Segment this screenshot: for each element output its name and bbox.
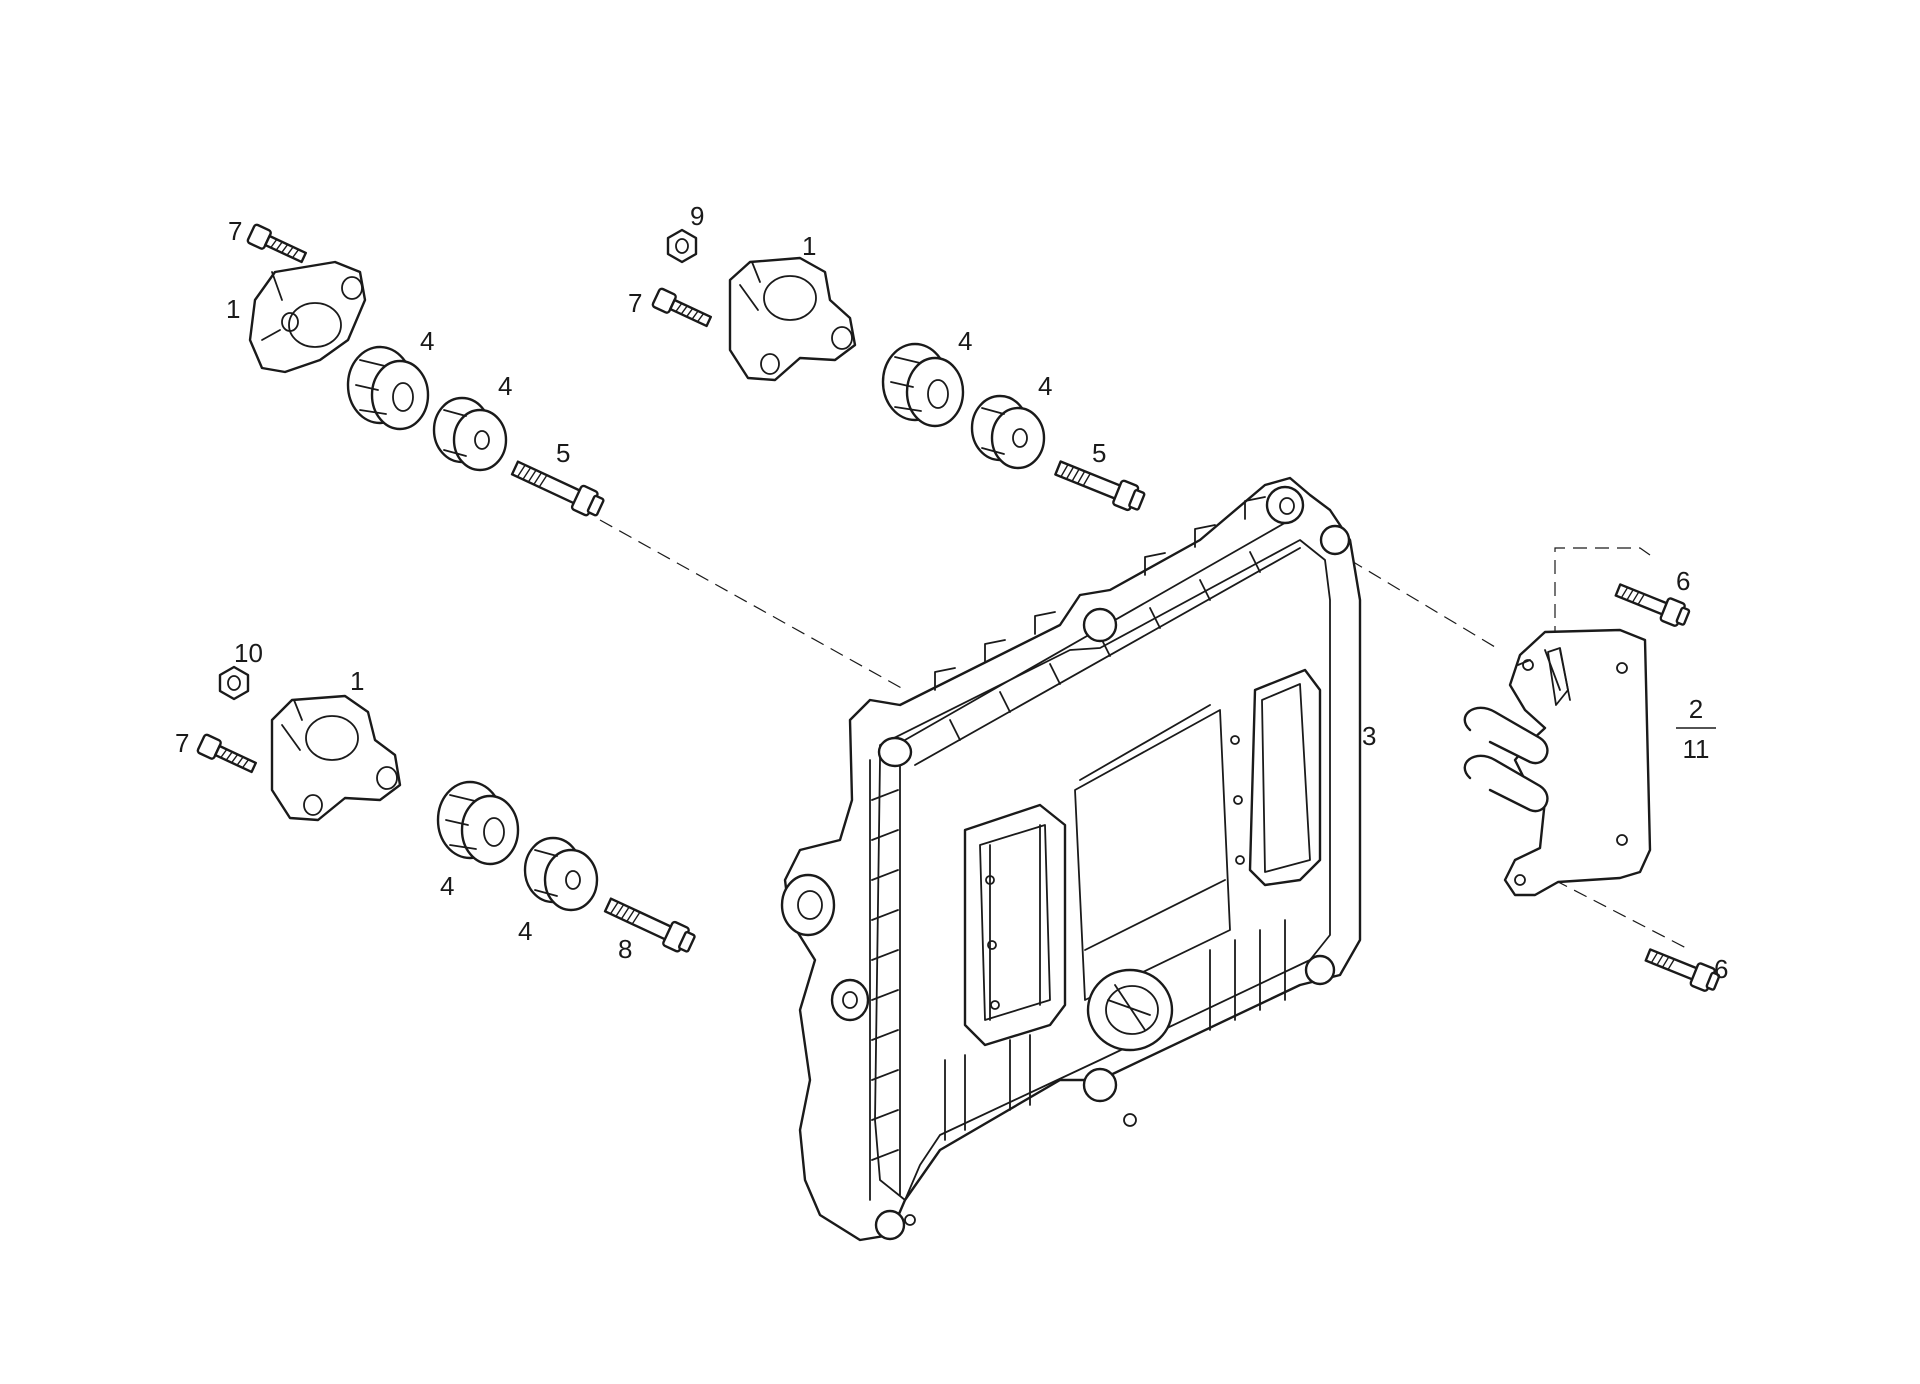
mounting-bracket-2-11 [1463, 628, 1652, 897]
bolt-7-top-left [246, 223, 308, 264]
callout-7-top-left: 7 [228, 216, 242, 246]
callout-4b-top-center: 4 [1038, 371, 1052, 401]
mount-bracket-1-bottom-left [270, 694, 402, 822]
mount-bracket-1-top-left [248, 260, 367, 374]
nut-9-top-center [666, 228, 698, 264]
callout-4a-bottom-left: 4 [440, 871, 454, 901]
bolt-5-top-center [1054, 460, 1146, 512]
callout-1-bottom-left: 1 [350, 666, 364, 696]
bushing-4a-top-center [881, 342, 965, 428]
callout-7-top-center: 7 [628, 288, 642, 318]
callout-7-bottom-left: 7 [175, 728, 189, 758]
callout-6-top-right: 6 [1676, 566, 1690, 596]
mount-assembly-top-center [651, 228, 1146, 512]
callout-11-bracket: 11 [1683, 734, 1710, 764]
callout-9-top-center: 9 [690, 201, 704, 231]
bolt-7-top-center [651, 287, 713, 328]
bolt-8-bottom-left [603, 897, 696, 953]
mount-bracket-1-top-center [728, 256, 857, 382]
callout-1-top-center: 1 [802, 231, 816, 261]
callout-4a-top-left: 4 [420, 326, 434, 356]
nut-10-bottom-left [218, 665, 250, 701]
leader-lines [599, 519, 1691, 951]
mount-assembly-top-left [246, 223, 605, 517]
bolt-7-bottom-left [196, 733, 258, 774]
bushing-4b-top-center [970, 394, 1046, 470]
callout-5-top-center: 5 [1092, 438, 1106, 468]
callout-5-top-left: 5 [556, 438, 570, 468]
callout-3-control-unit: 3 [1362, 721, 1376, 751]
callout-1-top-left: 1 [226, 294, 240, 324]
callout-4b-bottom-left: 4 [518, 916, 532, 946]
callout-10-bottom-left: 10 [234, 638, 263, 668]
callout-4b-top-left: 4 [498, 371, 512, 401]
callout-6-bottom-right: 6 [1714, 954, 1728, 984]
mount-assembly-bottom-left [196, 665, 696, 953]
bolt-5-top-left [510, 460, 605, 517]
callout-8-bottom-left: 8 [618, 934, 632, 964]
callout-2-bracket: 2 [1689, 694, 1703, 724]
bolt-6-top-right [1614, 583, 1691, 627]
bushing-4a-bottom-left [436, 780, 520, 866]
callout-labels: 7 1 4 4 5 9 1 7 4 4 5 10 1 7 4 4 8 3 2 1… [175, 201, 1728, 984]
callout-4a-top-center: 4 [958, 326, 972, 356]
bushing-4b-top-left [432, 396, 508, 472]
bushing-4b-bottom-left [523, 836, 599, 912]
bolt-6-bottom-right [1644, 948, 1721, 992]
control-unit-housing-3 [780, 476, 1362, 1242]
bushing-4a-top-left [346, 345, 430, 431]
